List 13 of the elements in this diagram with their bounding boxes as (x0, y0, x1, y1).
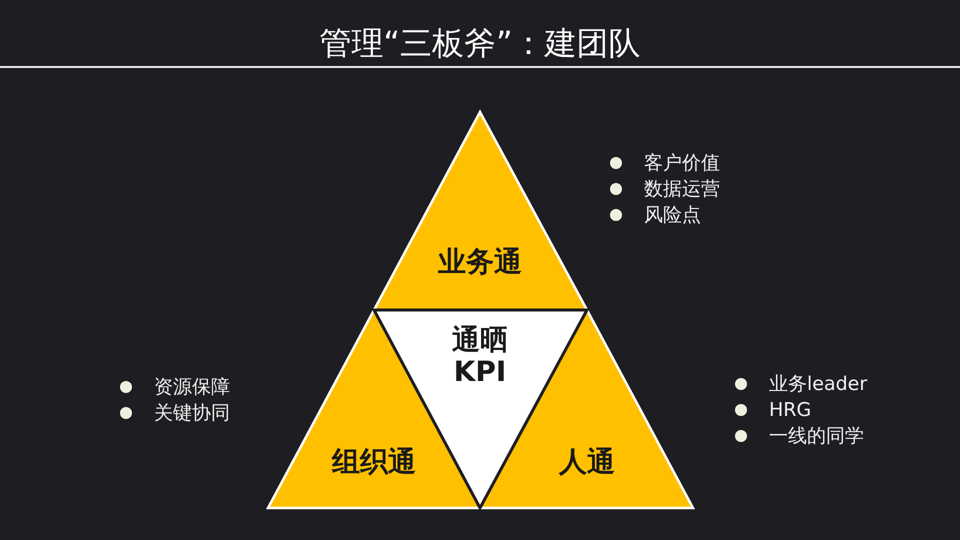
bullet-text: 关键协同 (154, 401, 230, 426)
triangle-label: 通晒 KPI (451, 324, 509, 388)
bullet-text: 客户价值 (644, 151, 720, 176)
bullet-text: 一线的同学 (769, 424, 864, 449)
bullet-text: 风险点 (644, 203, 701, 228)
bullet-text: 数据运营 (644, 177, 720, 202)
slide-title: 管理“三板斧”：建团队 (318, 23, 642, 64)
bullet-text: HRG (769, 398, 812, 423)
bullet-text: 资源保障 (154, 375, 230, 400)
triangle-label: 业务通 (437, 246, 523, 278)
bullet-text: 业务leader (769, 372, 868, 397)
triangle-label: 组织通 (330, 446, 417, 478)
triangle-label: 人通 (558, 446, 616, 478)
